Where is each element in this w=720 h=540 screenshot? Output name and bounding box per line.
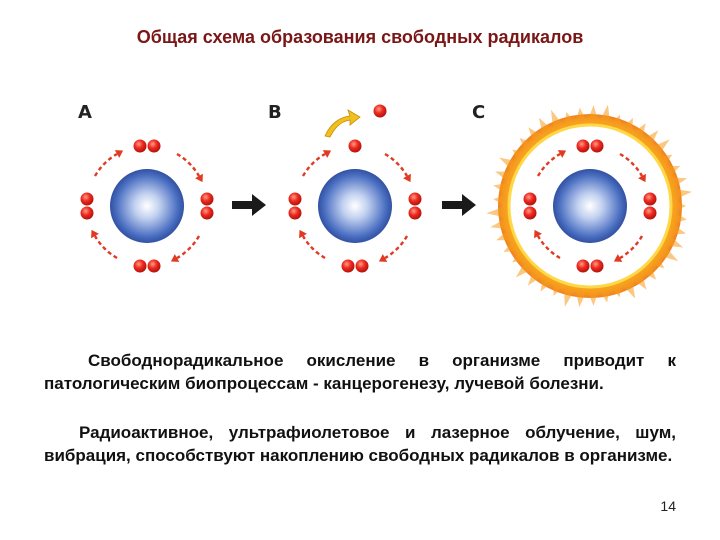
nucleus	[553, 169, 627, 243]
page-number: 14	[660, 498, 676, 514]
burst-ring	[507, 123, 673, 289]
atom-b	[288, 139, 422, 273]
electron	[408, 206, 422, 220]
page-title: Общая схема образования свободных радика…	[136, 27, 584, 47]
orbit-arrowhead	[403, 173, 411, 183]
orbit-arrowhead	[299, 229, 307, 239]
atom-a	[80, 139, 214, 273]
arrow-b-to-c	[442, 194, 476, 216]
electron	[341, 259, 355, 273]
orbit-arrowhead	[638, 173, 646, 183]
electron	[643, 192, 657, 206]
ejected-electron-arrow	[324, 109, 361, 138]
orbit-arrow	[536, 235, 561, 260]
arrow-a-to-b	[232, 194, 266, 216]
orbit-arrow	[384, 152, 409, 177]
orbit-arrowhead	[114, 150, 124, 158]
electron	[147, 139, 161, 153]
electron	[288, 206, 302, 220]
free-electron	[373, 104, 387, 118]
orbit-arrow	[301, 235, 326, 260]
orbit-arrowhead	[91, 229, 99, 239]
electron	[576, 139, 590, 153]
electron	[590, 139, 604, 153]
orbit-arrowhead	[557, 150, 567, 158]
orbit-arrow	[536, 152, 561, 177]
electron	[80, 192, 94, 206]
orbit-arrow	[93, 152, 118, 177]
orbit-arrow	[384, 235, 409, 260]
electron	[147, 259, 161, 273]
electron	[200, 206, 214, 220]
panel-label-b: B	[268, 102, 282, 123]
electron	[590, 259, 604, 273]
orbit-arrowhead	[195, 173, 203, 183]
electron	[643, 206, 657, 220]
electron	[80, 206, 94, 220]
panel-label-a: A	[78, 102, 92, 123]
electron	[133, 139, 147, 153]
electron	[133, 259, 147, 273]
electron	[408, 192, 422, 206]
orbit-arrowhead	[613, 254, 623, 262]
electron	[576, 259, 590, 273]
electron	[200, 192, 214, 206]
orbit-arrow	[619, 152, 644, 177]
electron	[355, 259, 369, 273]
electron	[523, 206, 537, 220]
nucleus	[318, 169, 392, 243]
orbit-arrowhead	[378, 254, 388, 262]
orbit-arrow	[176, 235, 201, 260]
orbit-arrow	[176, 152, 201, 177]
orbit-arrow	[619, 235, 644, 260]
nucleus	[110, 169, 184, 243]
atom-c	[523, 139, 657, 273]
electron	[348, 139, 362, 153]
radical-formation-diagram: A B C	[78, 102, 692, 308]
electron	[288, 192, 302, 206]
electron	[523, 192, 537, 206]
orbit-arrowhead	[322, 150, 332, 158]
paragraph-oxidation: Свободнорадикальное окисление в организм…	[44, 351, 676, 393]
paragraph-factors: Радиоактивное, ультрафиолетовое и лазерн…	[44, 423, 676, 465]
orbit-arrow	[301, 152, 326, 177]
orbit-arrowhead	[170, 254, 180, 262]
orbit-arrowhead	[534, 229, 542, 239]
panel-label-c: C	[472, 102, 485, 123]
orbit-arrow	[93, 235, 118, 260]
